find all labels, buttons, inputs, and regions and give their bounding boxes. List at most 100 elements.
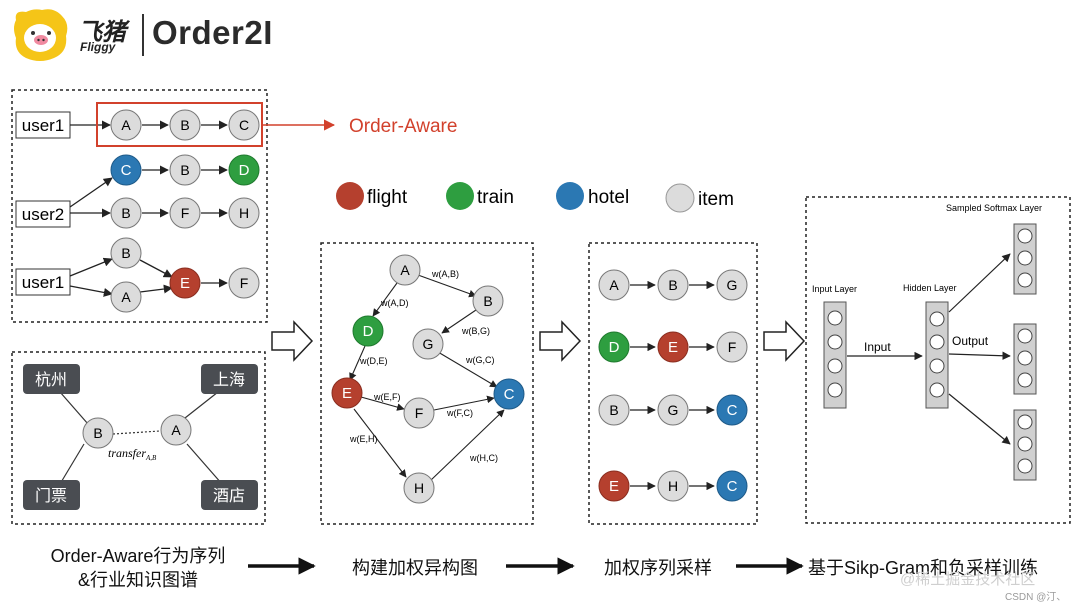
svg-text:D: D <box>609 339 620 356</box>
svg-text:C: C <box>239 117 249 133</box>
graph-node: C <box>493 378 525 410</box>
sampled-sequence: D E F <box>598 331 748 363</box>
caption-step1-line2: &行业知识图谱 <box>77 570 198 590</box>
graph-node: E <box>331 377 363 409</box>
seq-node: C <box>110 154 142 186</box>
svg-text:C: C <box>727 402 738 419</box>
seq-node: A <box>110 109 142 141</box>
svg-text:train: train <box>477 187 514 208</box>
svg-text:H: H <box>239 205 249 221</box>
legend-hotel: hotel <box>556 182 629 210</box>
kg-tag: 门票 <box>23 480 80 510</box>
panel-network-frame <box>805 196 1071 524</box>
graph-node: H <box>403 472 435 504</box>
legend-flight: flight <box>336 182 408 210</box>
seq-node: F <box>228 267 260 299</box>
svg-text:H: H <box>414 480 424 496</box>
edge-weight: w(A,D) <box>380 298 409 308</box>
svg-text:B: B <box>609 402 618 418</box>
output-layer <box>1013 323 1037 395</box>
legend-item: item <box>665 183 734 213</box>
edge-weight: w(B,G) <box>461 326 490 336</box>
svg-text:F: F <box>415 405 424 421</box>
kg-node: A <box>160 414 192 446</box>
panel-sampling-frame <box>588 242 758 525</box>
panel-knowledge-frame <box>11 351 266 525</box>
input-arrow-label: Input <box>864 340 891 354</box>
edge-weight: w(H,C) <box>469 453 498 463</box>
brand-cn: 飞猪 <box>78 19 126 46</box>
svg-text:A: A <box>121 117 131 133</box>
step-arrow-icon <box>539 320 582 362</box>
edge-weight: w(E,F) <box>373 392 401 402</box>
svg-text:G: G <box>423 336 434 352</box>
svg-text:酒店: 酒店 <box>213 487 245 505</box>
svg-text:E: E <box>180 275 190 292</box>
seq-node: B <box>110 197 142 229</box>
svg-text:D: D <box>239 162 250 179</box>
svg-text:B: B <box>483 293 492 309</box>
svg-text:C: C <box>121 162 132 179</box>
svg-text:item: item <box>698 189 734 210</box>
caption-step2: 构建加权异构图 <box>352 558 478 578</box>
seq-node: B <box>110 237 142 269</box>
svg-text:G: G <box>668 402 679 418</box>
panel-sequences-frame <box>11 89 268 323</box>
edge-weight: w(F,C) <box>446 408 473 418</box>
edge-weight: w(D,E) <box>359 356 388 366</box>
fliggy-logo-icon <box>14 9 68 61</box>
sampled-sequence: A B G <box>598 269 748 301</box>
user-box-2 <box>15 200 71 228</box>
svg-text:C: C <box>727 478 738 495</box>
hidden-layer <box>925 301 949 409</box>
seq-node: F <box>169 197 201 229</box>
kg-tag: 酒店 <box>201 480 258 510</box>
seq-node: D <box>228 154 260 186</box>
hidden-layer-label: Hidden Layer <box>903 283 957 293</box>
svg-text:F: F <box>181 205 190 221</box>
graph-node: G <box>412 328 444 360</box>
output-layer <box>1013 409 1037 481</box>
watermark-csdn: CSDN @汀、 <box>1005 592 1067 603</box>
output-layer <box>1013 223 1037 295</box>
svg-text:E: E <box>342 385 352 402</box>
kg-tag: 杭州 <box>23 364 80 394</box>
caption-step1-line1: Order-Aware行为序列 <box>50 546 226 566</box>
graph-node: B <box>472 285 504 317</box>
svg-text:D: D <box>363 323 374 340</box>
user-label-3: user1 <box>22 273 65 292</box>
svg-text:F: F <box>240 275 249 291</box>
svg-text:F: F <box>728 339 737 355</box>
caption-step4: 基于Sikp-Gram和负采样训练 <box>808 558 1039 578</box>
kg-node: B <box>82 417 114 449</box>
user-label-2: user2 <box>22 205 65 224</box>
caption-step3: 加权序列采样 <box>604 558 712 578</box>
svg-text:E: E <box>609 478 619 495</box>
step-arrow-icon <box>271 320 314 362</box>
svg-text:B: B <box>180 162 189 178</box>
output-arrow-label: Output <box>952 334 989 348</box>
input-layer-label: Input Layer <box>812 284 857 294</box>
seq-node: A <box>110 281 142 313</box>
svg-text:A: A <box>121 289 131 305</box>
svg-text:flight: flight <box>367 187 408 208</box>
seq-node: C <box>228 109 260 141</box>
seq-node: B <box>169 154 201 186</box>
header-separator <box>142 14 144 56</box>
edge-weight: w(G,C) <box>465 355 495 365</box>
svg-text:B: B <box>121 205 130 221</box>
edge-weight: w(A,B) <box>431 269 459 279</box>
svg-text:A: A <box>171 422 181 438</box>
svg-text:上海: 上海 <box>213 371 245 389</box>
caption-step1: Order-Aware行为序列 &行业知识图谱 <box>28 544 248 592</box>
graph-node: A <box>389 254 421 286</box>
order-aware-label: Order-Aware <box>349 116 457 137</box>
input-layer <box>823 301 847 409</box>
svg-text:H: H <box>668 478 678 494</box>
graph-node: F <box>403 397 435 429</box>
sampled-softmax-label: Sampled Softmax Layer <box>946 203 1042 213</box>
sampled-sequence: B G C <box>598 394 748 426</box>
seq-node: E <box>169 267 201 299</box>
svg-text:E: E <box>668 339 678 356</box>
